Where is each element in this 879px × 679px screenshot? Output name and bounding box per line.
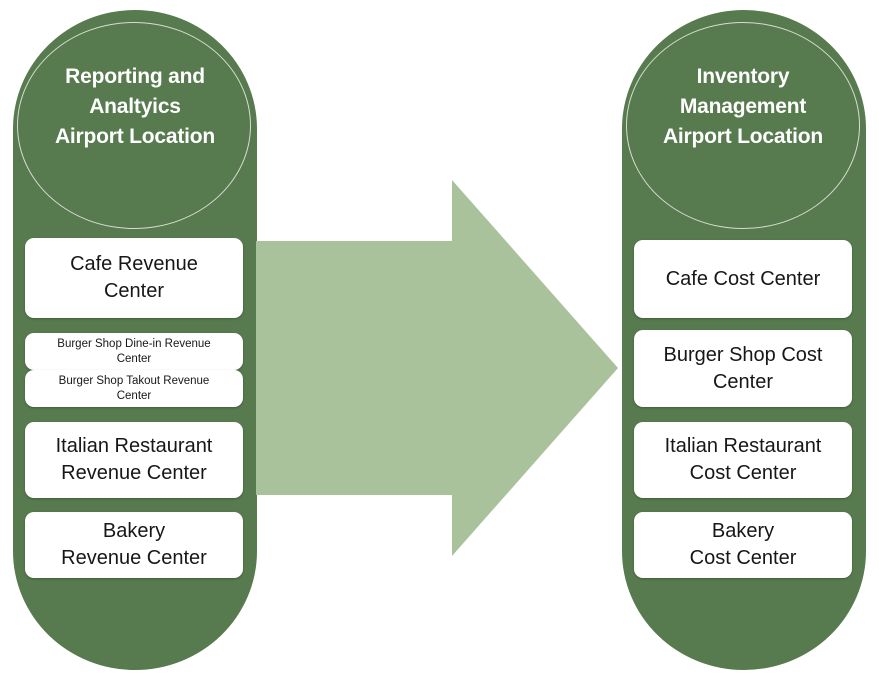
- node-label: Burger Shop Dine-in Revenue Center: [57, 337, 211, 365]
- node-burger-shop-dine-in-revenue-center[interactable]: Burger Shop Dine-in Revenue Center: [25, 333, 243, 370]
- node-italian-restaurant-revenue-center[interactable]: Italian Restaurant Revenue Center: [25, 422, 243, 498]
- node-label: Italian Restaurant Revenue Center: [55, 435, 213, 484]
- node-label: Bakery Revenue Center: [61, 520, 207, 569]
- node-italian-restaurant-cost-center[interactable]: Italian Restaurant Cost Center: [634, 422, 852, 498]
- node-label: Bakery Cost Center: [689, 520, 797, 569]
- node-label: Italian Restaurant Cost Center: [664, 435, 822, 484]
- node-label: Cafe Cost Center: [665, 267, 821, 290]
- flow-arrow: [256, 180, 618, 556]
- right-pillar-title: Inventory Management Airport Location: [662, 65, 824, 148]
- node-bakery-cost-center[interactable]: Bakery Cost Center: [634, 512, 852, 578]
- node-burger-shop-takout-revenue-center[interactable]: Burger Shop Takout Revenue Center: [25, 370, 243, 407]
- node-burger-shop-cost-center[interactable]: Burger Shop Cost Center: [634, 330, 852, 407]
- left-pillar-title: Reporting and Analtyics Airport Location: [54, 65, 216, 148]
- node-cafe-revenue-center[interactable]: Cafe Revenue Center: [25, 238, 243, 318]
- node-label: Burger Shop Takout Revenue Center: [58, 374, 210, 402]
- node-bakery-revenue-center[interactable]: Bakery Revenue Center: [25, 512, 243, 578]
- node-label: Burger Shop Cost Center: [663, 343, 823, 393]
- node-cafe-cost-center[interactable]: Cafe Cost Center: [634, 240, 852, 318]
- right-arrow-icon: [256, 180, 618, 556]
- node-label: Cafe Revenue Center: [70, 253, 198, 302]
